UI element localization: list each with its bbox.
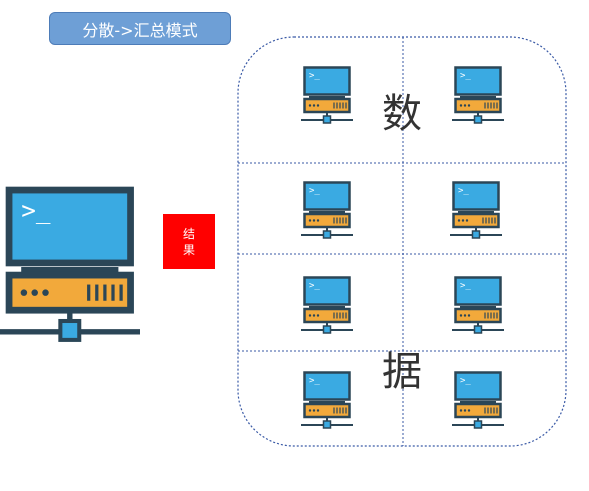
- node-computer-icon: [448, 181, 504, 240]
- mode-title: 分散->汇总模式: [49, 12, 231, 45]
- cluster-label-bottom: 据: [382, 349, 422, 395]
- node-computer-icon: [450, 371, 506, 430]
- cluster-border: [237, 36, 567, 447]
- node-computer-icon: [450, 276, 506, 335]
- node-computer-icon: [299, 66, 355, 125]
- node-computer-icon: [450, 66, 506, 125]
- client-computer-icon: [0, 190, 140, 340]
- node-computer-icon: [299, 181, 355, 240]
- cluster-label-top: 数: [382, 91, 422, 137]
- result-box: 结 果: [163, 214, 215, 269]
- node-computer-icon: [299, 276, 355, 335]
- node-computer-icon: [299, 371, 355, 430]
- data-cluster: [237, 36, 567, 447]
- result-char-1: 结: [182, 226, 195, 241]
- result-char-2: 果: [182, 242, 195, 257]
